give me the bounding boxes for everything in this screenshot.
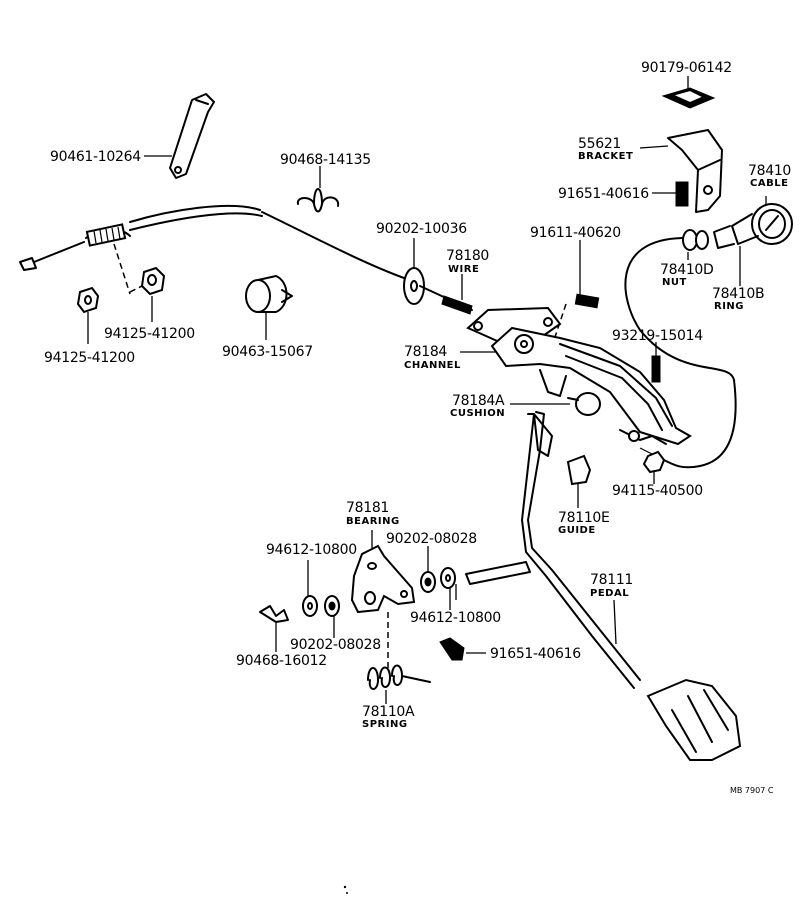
label-78110E-name: GUIDE: [558, 525, 596, 536]
accelerator-wire-part: [19, 204, 405, 295]
pivot-pin-part: [455, 561, 531, 600]
label-78410D: 78410D: [660, 262, 714, 278]
label-78410B: 78410B: [712, 286, 764, 302]
bearing-bracket-part: [350, 530, 416, 672]
label-78184-name: CHANNEL: [404, 360, 461, 371]
washer-d-part: [440, 567, 456, 610]
label-90461-10264: 90461-10264: [50, 149, 141, 165]
small-clip-part: [259, 605, 289, 652]
grommet-part: [245, 275, 293, 340]
hex-nut-a-part: [140, 266, 166, 322]
cable-nut-part: [619, 429, 667, 484]
washer-large-part: [403, 238, 425, 305]
label-78110A: 78110A: [362, 704, 415, 720]
hex-nut-b-part: [76, 286, 100, 344]
bolt-mid-part: [553, 240, 600, 341]
label-90179-06142: 90179-06142: [641, 60, 732, 76]
label-78111-name: PEDAL: [590, 588, 629, 599]
label-78184A: 78184A: [452, 393, 505, 409]
clip-nut-part: [661, 76, 716, 109]
label-55621-name: BRACKET: [578, 151, 633, 162]
label-78180: 78180: [446, 248, 489, 264]
label-94612-10800-b: 94612-10800: [410, 610, 501, 626]
bolt-bottom-part: [439, 637, 486, 661]
label-90468-14135: 90468-14135: [280, 152, 371, 168]
label-91651-40616-top: 91651-40616: [558, 186, 649, 202]
washer-b-part: [324, 595, 340, 638]
cushion-part: [510, 392, 601, 416]
label-90468-16012: 90468-16012: [236, 653, 327, 669]
guide-part: [566, 454, 592, 508]
label-94125-41200-a: 94125-41200: [104, 326, 195, 342]
label-78410B-name: RING: [714, 301, 744, 312]
channel-lever-part: [460, 306, 692, 446]
part-labels: 90179-06142 55621 BRACKET 91651-40616 78…: [44, 60, 791, 795]
label-78110A-name: SPRING: [362, 719, 408, 730]
label-94125-41200-b: 94125-41200: [44, 350, 135, 366]
label-91651-40616-bottom: 91651-40616: [490, 646, 581, 662]
label-94612-10800-a: 94612-10800: [266, 542, 357, 558]
label-90463-15067: 90463-15067: [222, 344, 313, 360]
label-78181: 78181: [346, 500, 389, 516]
cable-clip-part: [296, 166, 340, 213]
link-rod-part: [144, 93, 215, 179]
label-94115-40500: 94115-40500: [612, 483, 703, 499]
label-55621: 55621: [578, 136, 621, 152]
bolt-right-part: [651, 342, 661, 383]
label-78410-name: CABLE: [750, 178, 788, 189]
washer-c-part: [420, 546, 436, 593]
bracket-part: [639, 129, 723, 213]
cable-nut-ring-part: [682, 229, 741, 286]
label-90202-08028-a: 90202-08028: [386, 531, 477, 547]
label-78410D-name: NUT: [662, 277, 687, 288]
cable-knob-part: [713, 196, 793, 249]
label-78181-name: BEARING: [346, 516, 400, 527]
label-78410: 78410: [748, 163, 791, 179]
label-90202-10036: 90202-10036: [376, 221, 467, 237]
label-91611-40620: 91611-40620: [530, 225, 621, 241]
label-93219-15014: 93219-15014: [612, 328, 703, 344]
washer-a-part: [302, 560, 318, 617]
drawing-code: MB 7907 C: [730, 786, 774, 795]
pedal-part: [521, 411, 742, 761]
label-78110E: 78110E: [558, 510, 610, 526]
wire-end-part: [419, 274, 473, 315]
bolt-top-part: [652, 181, 689, 207]
label-78111: 78111: [590, 572, 633, 588]
label-90202-08028-b: 90202-08028: [290, 637, 381, 653]
label-78180-name: WIRE: [448, 264, 479, 275]
label-78184A-name: CUSHION: [450, 408, 505, 419]
label-78184: 78184: [404, 344, 447, 360]
spring-part: [367, 664, 431, 704]
